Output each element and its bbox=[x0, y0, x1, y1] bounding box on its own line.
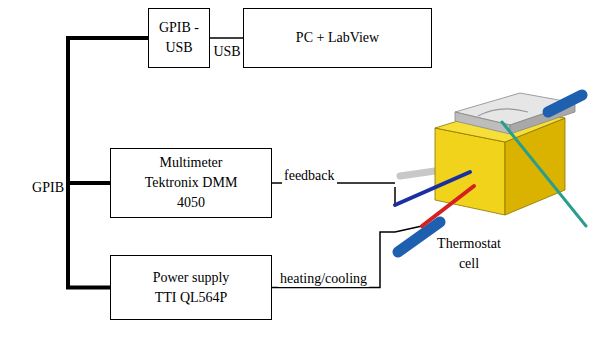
instrument-box: Power supply TTI QL564P bbox=[110, 255, 272, 320]
lead-wire bbox=[394, 187, 396, 205]
interface-box: GPIB - USB bbox=[148, 8, 210, 68]
sensor-wire bbox=[502, 122, 586, 226]
heating-wire bbox=[422, 186, 474, 226]
bus-label: GPIB bbox=[4, 180, 66, 196]
coolant-pipe bbox=[398, 222, 440, 252]
line-label: USB bbox=[211, 44, 243, 60]
box-label: GPIB - USB bbox=[158, 18, 200, 58]
cell-caption: Thermostat cell bbox=[432, 234, 506, 274]
lid-cutout bbox=[478, 109, 528, 116]
coolant-pipe bbox=[548, 95, 582, 112]
line-label: feedback bbox=[282, 168, 337, 184]
thermostat-cell: Thermostat cell bbox=[395, 88, 588, 272]
computer-box: PC + LabView bbox=[243, 8, 432, 68]
box-label: Power supply TTI QL564P bbox=[145, 268, 237, 308]
instrument-box: Multimeter Tektronix DMM 4050 bbox=[110, 148, 272, 218]
box-label: Multimeter Tektronix DMM 4050 bbox=[141, 153, 241, 213]
line-label: heating/cooling bbox=[278, 271, 369, 287]
signal-line bbox=[272, 232, 395, 288]
box-label: PC + LabView bbox=[296, 28, 379, 48]
signal-line bbox=[210, 37, 243, 39]
